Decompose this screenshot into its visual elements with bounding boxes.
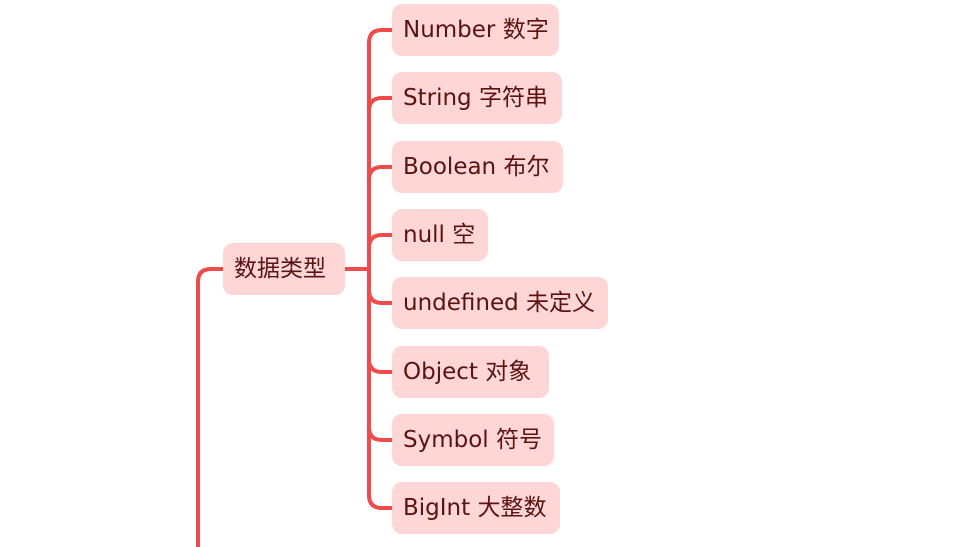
- branch-line-string: [367, 96, 394, 113]
- root-branch-line: [196, 267, 225, 547]
- child-node-object[interactable]: Object 对象: [392, 346, 549, 398]
- branch-line-undefined: [367, 288, 394, 305]
- child-node-symbol[interactable]: Symbol 符号: [392, 414, 554, 466]
- child-node-boolean[interactable]: Boolean 布尔: [392, 141, 563, 193]
- topic-node-data-types[interactable]: 数据类型: [223, 243, 345, 295]
- branch-line-symbol: [367, 425, 394, 442]
- branch-line-number: [367, 28, 394, 45]
- child-node-undefined[interactable]: undefined 未定义: [392, 277, 608, 329]
- child-node-number[interactable]: Number 数字: [392, 4, 559, 56]
- child-node-bigint[interactable]: BigInt 大整数: [392, 482, 560, 534]
- child-node-null[interactable]: null 空: [392, 209, 488, 261]
- branch-line-boolean: [367, 165, 394, 182]
- branch-line-null: [367, 233, 394, 250]
- child-node-string[interactable]: String 字符串: [392, 72, 562, 124]
- branch-line-object: [367, 357, 394, 374]
- branch-line-bigint: [367, 493, 394, 510]
